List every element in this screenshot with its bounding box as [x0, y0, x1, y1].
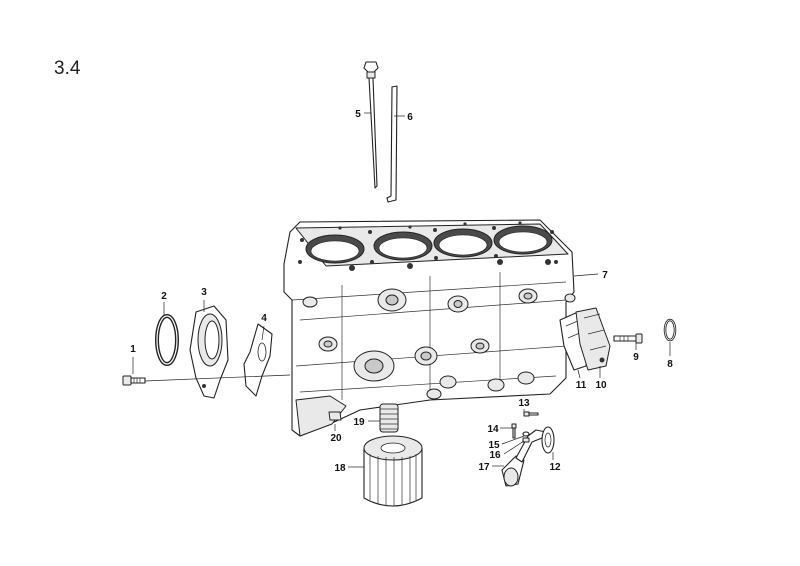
seal-ring-left — [155, 314, 179, 366]
callout-9: 9 — [633, 352, 639, 363]
bolt-small-13 — [523, 411, 539, 417]
cylinder-block — [283, 219, 576, 437]
callout-8: 8 — [667, 359, 673, 370]
callout-20: 20 — [330, 433, 342, 444]
callout-14: 14 — [487, 424, 499, 435]
dipstick-tube — [386, 85, 398, 203]
callout-5: 5 — [355, 109, 361, 120]
callout-16: 16 — [489, 450, 501, 461]
threaded-union — [379, 403, 399, 433]
bolt-small-14 — [511, 423, 517, 439]
cover-plate-right — [575, 307, 611, 371]
plug — [328, 411, 342, 421]
gasket-left — [243, 323, 273, 397]
callout-13: 13 — [518, 398, 530, 409]
bolt-right — [613, 333, 643, 344]
callout-11: 11 — [576, 380, 587, 391]
callout-3: 3 — [201, 287, 207, 298]
callout-7: 7 — [602, 270, 608, 281]
callout-17: 17 — [478, 462, 490, 473]
callout-18: 18 — [334, 463, 346, 474]
dipstick — [363, 61, 379, 189]
washer-15 — [522, 431, 530, 437]
callout-6: 6 — [407, 112, 413, 123]
nut-16 — [522, 437, 530, 443]
callout-2: 2 — [161, 291, 167, 302]
callout-19: 19 — [353, 417, 365, 428]
callout-15: 15 — [488, 440, 500, 451]
oil-filter — [363, 435, 423, 507]
leader-lines — [132, 112, 671, 468]
callout-10: 10 — [595, 380, 607, 391]
section-number: 3.4 — [54, 58, 81, 79]
seal-carrier — [189, 305, 229, 399]
callout-4: 4 — [261, 313, 267, 324]
callout-12: 12 — [549, 462, 561, 473]
seal-ring-right — [663, 318, 677, 342]
bolt-left — [122, 375, 146, 386]
gasket-flange — [541, 426, 555, 454]
callout-labels: 1 2 3 4 5 6 7 8 9 10 11 12 13 14 15 16 1… — [130, 109, 673, 474]
callout-1: 1 — [130, 344, 136, 355]
